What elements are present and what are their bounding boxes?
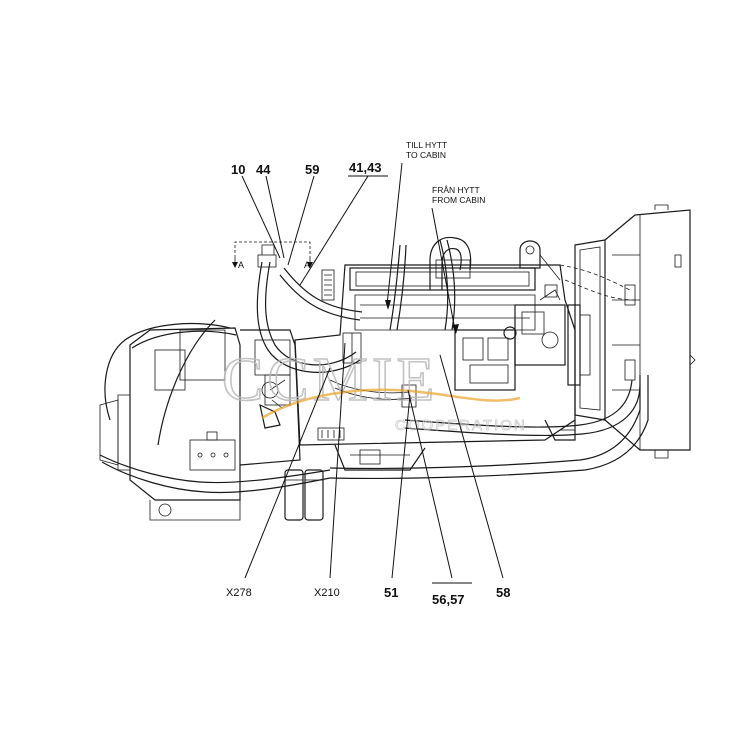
callout-41-43: 41,43 xyxy=(349,160,382,175)
view-marker-a-right: A xyxy=(304,260,310,270)
annotation-to-cabin: TO CABIN xyxy=(406,150,446,160)
callout-56-57: 56,57 xyxy=(432,592,465,607)
callout-x210: X210 xyxy=(314,587,340,599)
callout-labels: 10 44 59 41,43 TILL HYTT TO CABIN FRÅN H… xyxy=(226,140,510,607)
callout-58: 58 xyxy=(496,585,510,600)
watermark: CCMIE COOPERATION xyxy=(221,345,525,434)
engine-drawing xyxy=(99,204,696,521)
leader-lines xyxy=(241,162,504,584)
annotation-till-hytt: TILL HYTT xyxy=(406,140,447,150)
callout-44: 44 xyxy=(256,162,271,177)
annotation-from-cabin: FROM CABIN xyxy=(432,195,485,205)
watermark-brand: CCMIE xyxy=(222,346,438,414)
watermark-swoosh xyxy=(261,388,521,420)
callout-59: 59 xyxy=(305,162,319,177)
callout-x278: X278 xyxy=(226,587,252,599)
callout-51: 51 xyxy=(384,585,398,600)
annotation-fran-hytt: FRÅN HYTT xyxy=(432,185,480,195)
view-marker-a-left: A xyxy=(238,260,244,270)
callout-10: 10 xyxy=(231,162,245,177)
